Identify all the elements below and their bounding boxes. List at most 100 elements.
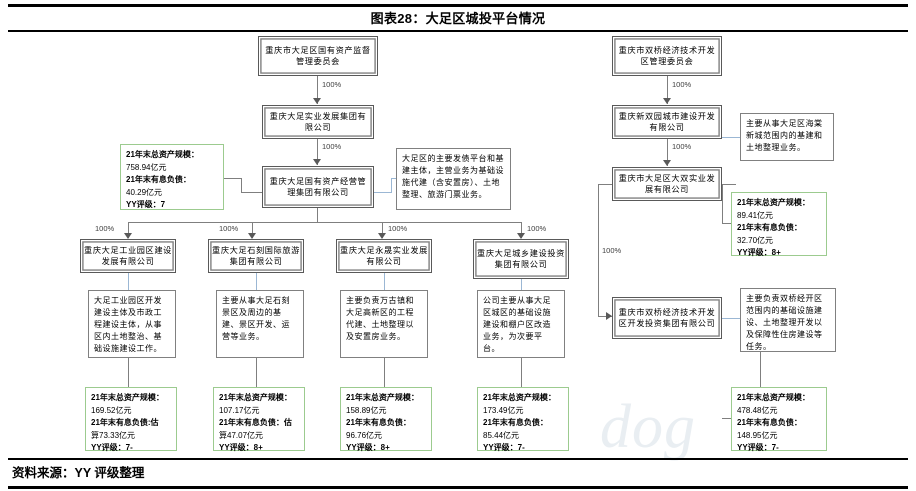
page-title: 图表28：大足区城投平台情况	[370, 11, 546, 26]
arrow-left-level2-level3	[313, 159, 321, 165]
left-level3-desc: 大足区的主要发债平台和基建主体，主营业务为基础设施代建（含安置房）、土地整理、旅…	[396, 148, 511, 210]
arrow-sub-3	[378, 233, 386, 239]
subsidiary-stats-3: 21年末总资产规模： 158.89亿元 21年末有息负债： 96.76亿元 YY…	[340, 387, 432, 452]
connector-subsidiary-bus	[128, 222, 522, 224]
left-level3-node: 重庆大足国有资产经营管理集团有限公司	[262, 166, 374, 208]
connector-right-level3-stat-c	[722, 223, 732, 225]
connector-right-root-to-level2	[667, 76, 669, 104]
connector-sub1-desc	[128, 273, 130, 290]
stat-debt-value: 96.76亿元	[346, 430, 383, 440]
subsidiary-node-1: 重庆大足工业园区建设发展有限公司	[80, 239, 176, 273]
connector-desc1-stat1	[128, 358, 130, 387]
connector-level3-to-desc-c	[391, 178, 398, 180]
stat-rating: YY评级：7	[126, 200, 166, 209]
stat-debt-label: 21年末有息负债：	[483, 418, 548, 427]
arrow-right-root-level2	[663, 98, 671, 104]
connector-stat-to-level3-a	[224, 178, 242, 180]
arrow-right-l3-l4	[606, 312, 612, 320]
subsidiary-node-2: 重庆大足石刻国际旅游集团有限公司	[208, 239, 304, 273]
title-bottom-rule	[8, 30, 908, 32]
pct-sub-2: 100%	[219, 224, 239, 233]
stat-rating: YY评级：7-	[737, 443, 779, 452]
stat-rating: YY评级：7-	[91, 443, 133, 452]
connector-level3-to-desc-b	[391, 178, 393, 193]
right-level3-node: 重庆市大足区大双实业发展有限公司	[612, 167, 722, 201]
connector-left-level2-to-level3	[317, 139, 319, 165]
stat-debt-label: 21年末有息负债:估	[91, 418, 159, 427]
stat-debt-label: 21年末有息负债：	[346, 418, 411, 427]
connector-desc4-stat4	[521, 358, 523, 387]
connector-right-level4-stat-b	[722, 418, 734, 420]
footer-bottom-rule	[8, 486, 908, 489]
connector-desc2-stat2	[256, 358, 258, 387]
connector-sub3-desc	[384, 273, 386, 290]
subsidiary-desc-1: 大足工业园区开发建设主体及市政工程建设主体，从事区内土地整治、基础设施建设工作。	[88, 290, 176, 358]
stat-asset-value: 173.49亿元	[483, 405, 524, 415]
arrow-sub-2	[248, 233, 256, 239]
connector-drop-sub-4	[521, 222, 523, 238]
right-level3-stats: 21年末总资产规模： 89.41亿元 21年末有息负债： 32.70亿元 YY评…	[731, 192, 827, 257]
connector-drop-sub-3	[382, 222, 384, 238]
connector-right-level3-stat-b	[722, 184, 724, 224]
stat-debt-label: 21年末有息负债：	[126, 175, 191, 184]
pct-left-root-level2: 100%	[322, 80, 342, 89]
connector-level3-to-desc-a	[374, 192, 392, 194]
stat-rating: YY评级：7-	[483, 443, 525, 452]
connector-drop-sub-1	[128, 222, 130, 238]
right-root-node: 重庆市双桥经济技术开发区管理委员会	[612, 36, 722, 76]
connector-right-level3-stat-a	[722, 184, 736, 186]
stat-debt-value: 85.44亿元	[483, 430, 520, 440]
right-level4-stats: 21年末总资产规模： 478.48亿元 21年末有息负债： 148.95亿元 Y…	[731, 387, 827, 452]
stat-debt-label: 21年末有息负债：估	[219, 418, 292, 427]
connector-desc3-stat3	[384, 358, 386, 387]
stat-asset-value: 478.48亿元	[737, 405, 778, 415]
connector-right-level2-desc-c	[733, 137, 741, 139]
stat-asset-label: 21年末总资产规模：	[346, 393, 419, 402]
right-level2-desc: 主要从事大足区海棠新城范围内的基建和土地整理业务。	[740, 113, 834, 161]
left-level2-node: 重庆大足实业发展集团有限公司	[262, 105, 374, 139]
subsidiary-stats-2: 21年末总资产规模： 107.17亿元 21年末有息负债：估 算47.07亿元 …	[213, 387, 305, 452]
left-level3-stats: 21年末总资产规模： 758.94亿元 21年末有息负债： 40.29亿元 YY…	[120, 144, 224, 210]
connector-right-level2-to-level3	[667, 139, 669, 166]
pct-sub-1: 100%	[95, 224, 115, 233]
subsidiary-desc-3: 主要负责万古镇和大足高新区的工程代建、土地整理以及安置房业务。	[340, 290, 428, 358]
stat-asset-label: 21年末总资产规模：	[737, 198, 810, 207]
pct-sub-4: 100%	[527, 224, 547, 233]
connector-right-level4-stat-a	[760, 318, 762, 418]
stat-rating: YY评级：8+	[737, 248, 781, 257]
pct-sub-3: 100%	[388, 224, 408, 233]
stat-debt-value: 40.29亿元	[126, 187, 163, 197]
connector-right-l3-l4-c	[598, 316, 612, 318]
stat-asset-value: 158.89亿元	[346, 405, 387, 415]
stat-asset-value: 169.52亿元	[91, 405, 132, 415]
subsidiary-stats-4: 21年末总资产规模： 173.49亿元 21年末有息负债： 85.44亿元 YY…	[477, 387, 569, 452]
stat-asset-value: 107.17亿元	[219, 405, 260, 415]
right-level4-node: 重庆市双桥经济技术开发区开发投资集团有限公司	[612, 297, 722, 339]
pct-right-l3-l4: 100%	[602, 246, 622, 255]
connector-sub4-desc	[521, 279, 523, 290]
stat-asset-value: 758.94亿元	[126, 162, 167, 172]
connector-stat-to-level3-c	[241, 192, 262, 194]
subsidiary-desc-2: 主要从事大足石刻景区及周边的基建、景区开发、运营等业务。	[216, 290, 304, 358]
arrow-left-root-level2	[313, 98, 321, 104]
right-level2-node: 重庆新双园城市建设开发有限公司	[612, 105, 722, 139]
connector-level3-bus-drop	[317, 208, 319, 223]
connector-right-l3-l4-a	[598, 184, 613, 186]
left-root-node: 重庆市大足区国有资产监督管理委员会	[258, 36, 378, 76]
pct-left-level2-level3: 100%	[322, 142, 342, 151]
title-top-rule	[8, 4, 908, 7]
footer-top-rule	[8, 458, 908, 460]
subsidiary-node-4: 重庆大足城乡建设投资集团有限公司	[473, 239, 569, 279]
connector-right-l3-l4-b	[598, 184, 600, 317]
connector-right-level4-desc	[722, 318, 740, 320]
stat-rating: YY评级：8+	[219, 443, 263, 452]
connector-sub2-desc	[256, 273, 258, 290]
stat-asset-label: 21年末总资产规模：	[483, 393, 556, 402]
watermark: dog	[600, 393, 696, 461]
stat-debt-label: 21年末有息负债：	[737, 418, 802, 427]
stat-asset-label: 21年末总资产规模：	[126, 150, 199, 159]
pct-right-root-level2: 100%	[672, 80, 692, 89]
connector-stat-to-level3-b	[241, 178, 243, 193]
stat-debt-value: 算47.07亿元	[219, 430, 264, 440]
